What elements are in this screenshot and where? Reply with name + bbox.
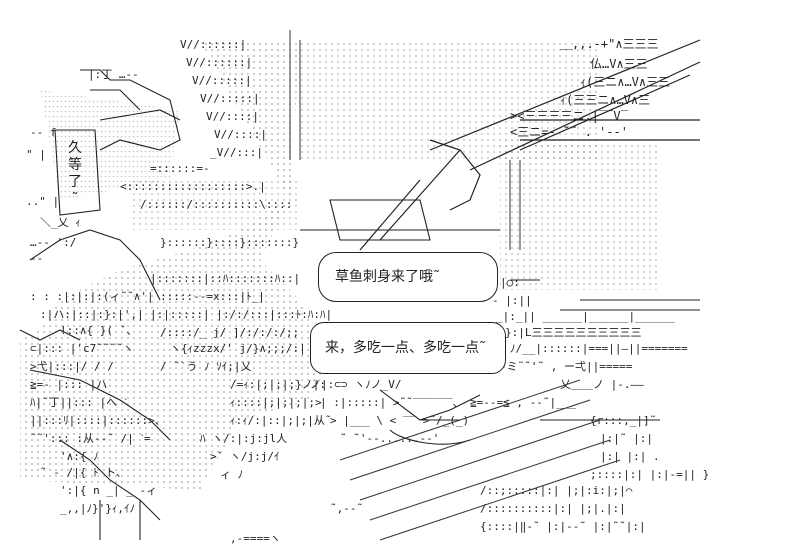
svg-text:≧=--=≦ , -‐˜|___: ≧=--=≦ , -‐˜|___: [470, 396, 576, 409]
dash-hatching: [289, 30, 521, 250]
svg-text:-‐: -‐: [30, 252, 43, 265]
svg-text:˜ - /|{ ﾄ ト、: ˜ - /|{ ﾄ ト、: [40, 466, 127, 479]
speech-text-top: 草鱼刺身来了哦˜: [335, 269, 440, 285]
svg-text:˜,-‐˜: ˜,-‐˜: [330, 502, 363, 515]
svg-text:;::::|:| |:|-=|| }: ;::::|:| |:|-=|| }: [590, 468, 709, 481]
svg-text:,-====ヽ: ,-====ヽ: [230, 532, 281, 545]
svg-text:_V//:::|: _V//:::|: [210, 146, 263, 159]
svg-text:> |___ \ < ‾‾ >˜/_(_): > |___ \ < ‾‾ >˜/_(_): [330, 414, 469, 427]
svg-text:ｨ:ｨ/:|::|;|;|从˜: ｨ:ｨ/:|::|;|;|从˜: [230, 414, 331, 427]
svg-text:<::::::::::::::::::>.|: <::::::::::::::::::>.|: [120, 180, 266, 193]
svg-text:/::::::::::|:| |;|.|:|: /::::::::::|:| |;|.|:|: [480, 502, 626, 515]
sign-char: 久: [68, 140, 82, 156]
dotted-shading: [20, 40, 660, 490]
svg-text::::::--=x:::|ﾄ_|: :::::--=x:::|ﾄ_|: [160, 290, 265, 303]
svg-text:ｨ::::|;|;|;|;>: ｨ::::|;|;|;|;>: [230, 396, 322, 409]
svg-text:/::::/_ j/ ]/:/:/:/;;: /::::/_ j/ ]/:/:/:/;;: [160, 326, 299, 339]
svg-text:_|:_|| ______|______|______: _|:_|| ______|______|______: [496, 310, 675, 323]
upper-right-ascii: ＿,,.-+"∧三三三 仏…V∧三三 ｨ(三ニ∧…V∧三三 ｨ(三三ニ∧…V∧三…: [510, 37, 670, 139]
svg-text:" |: " |: [26, 148, 46, 161]
svg-text:|:| |:| .: |:| |:| .: [600, 450, 660, 463]
svg-text:|○:: |○:: [500, 276, 520, 289]
svg-text:V//:::::|: V//:::::|: [192, 74, 252, 87]
svg-text:><三三三三ニ.|‾‾V‾: ><三三三三ニ.|‾‾V‾: [510, 109, 629, 123]
svg-text:ィ ﾉ: ィ ﾉ: [220, 468, 243, 481]
svg-text:}::::::}::::}:::::::}: }::::::}::::}:::::::}: [160, 236, 299, 249]
speech-text-bottom: 来，多吃一点、多吃一点˜: [325, 340, 486, 356]
svg-text:V//::::::|: V//::::::|: [186, 56, 252, 69]
svg-text:- |:||: - |:||: [492, 294, 532, 307]
svg-text:ヽ{ｨzzzx/' j/}∧;;;/:|: ヽ{ｨzzzx/' j/}∧;;;/:|: [170, 342, 306, 355]
svg-text:.." |: .." |: [26, 195, 59, 208]
sign-char: 等: [68, 157, 82, 173]
svg-text:≧=- |::: |ハ: ≧=- |::: |ハ: [30, 378, 107, 391]
svg-text:V//::::|: V//::::|: [206, 110, 259, 123]
svg-text:: : :|:|:|:(ィ˜˜∧'|: : : :|:|:|:(ィ˜˜∧'|: [30, 290, 154, 303]
right-ascii: |○: - |:|| _|:_|| ______|______|______ }…: [470, 276, 709, 533]
svg-text:| :|:::::| >˜˜‾‾‾‾‾‾、: | :|:::::| >˜˜‾‾‾‾‾‾、: [320, 396, 463, 409]
svg-text:>弋|:::|/ / /: >弋|:::|/ / /: [30, 360, 114, 373]
svg-text:/=ｨ:|;|;|;}ノ|:: /=ｨ:|;|;|;}ノ|:: [230, 378, 326, 391]
svg-text:|:::::::|::ﾊ:::::::ﾊ::|: |:::::::|::ﾊ:::::::ﾊ::|: [150, 272, 300, 285]
svg-text:ﾊ ヽ/:|:j:jl人: ﾊ ヽ/:|:j:jl人: [200, 432, 287, 445]
svg-text:}:|L三三三三三三三三三三: }:|L三三三三三三三三三三: [505, 326, 642, 339]
svg-text:ﾊ|˜丁||::: |へ ˋ: ﾊ|˜丁||::: |へ ˋ: [30, 396, 127, 409]
svg-text:=::::::=-: =::::::=-: [150, 162, 210, 175]
svg-text:＿,,.-+"∧三三三: ＿,,.-+"∧三三三: [560, 37, 659, 51]
svg-text::|ハ:|::|:}:|',|: :|ハ:|::|:}:|',|: [40, 308, 144, 321]
svg-text:||:::ﾘ|::::|::::::>、: ||:::ﾘ|::::|::::::>、: [30, 414, 166, 427]
svg-text:⊂|::: |'c7˜˜˜˜ヽ: ⊂|::: |'c7˜˜˜˜ヽ: [30, 342, 134, 355]
hanging-sign: 久 等 了 ˜: [62, 140, 88, 212]
svg-text:_,,|ﾉ}'}ｨ,ｲﾉ: _,,|ﾉ}'}ｨ,ｲﾉ: [60, 502, 135, 515]
svg-text:{::::|‖-˜ |:|-‐˜ |:|˜˜|:|: {::::|‖-˜ |:|-‐˜ |:|˜˜|:|: [480, 520, 646, 533]
svg-text:'∧:{ ﾉ: '∧:{ ﾉ: [60, 450, 99, 463]
svg-text:乂＿＿ノ |-.——: 乂＿＿ノ |-.——: [560, 378, 644, 391]
svg-text:V//:::::|: V//:::::|: [200, 92, 260, 105]
svg-text:…-‐ ':/: …-‐ ':/: [30, 236, 76, 249]
left-character: [19, 69, 181, 540]
svg-text:V//::::|: V//::::|: [214, 128, 267, 141]
speech-bubble-bottom: 来，多吃一点、多吃一点˜: [310, 322, 506, 374]
svg-text:|:|˜ |:|: |:|˜ |:|: [600, 432, 653, 445]
svg-text:|:丁 …-‐: |:丁 …-‐: [88, 68, 139, 81]
svg-text:ｨ(三ニ∧…V∧三三: ｨ(三ニ∧…V∧三三: [580, 75, 670, 89]
svg-text:/::::::/::::::::::\::::: /::::::/::::::::::\::::: [140, 198, 292, 211]
svg-text:＼_乂 ｨ: ＼_乂 ｨ: [40, 216, 81, 229]
sign-char: ˜: [71, 191, 79, 207]
svg-text:>ˇ ヽ/j:j/ｲ: >ˇ ヽ/j:j/ｲ: [210, 450, 279, 463]
blade-streak: [359, 39, 701, 251]
svg-text:<三ニ=- ˜˜ . '-‐': <三ニ=- ˜˜ . '-‐': [510, 125, 628, 139]
middle-ascii: V//::::::| V//::::::| V//:::::| V//:::::…: [120, 38, 332, 545]
svg-text:-ミ˜˜'˜ , ー弌||=====: -ミ˜˜'˜ , ー弌||=====: [500, 360, 633, 373]
svg-text:仏…V∧三三: 仏…V∧三三: [590, 57, 648, 71]
svg-text:{r:::,_|]˜: {r:::,_|]˜: [590, 414, 656, 427]
svg-text:':|{ n _| _ -ィ: ':|{ n _| _ -ィ: [60, 484, 157, 497]
svg-text:ﾉ/__|::::::|===||—||=======: ﾉ/__|::::::|===||—||=======: [510, 342, 688, 355]
svg-text:ノ|:⊂⊃ ヽﾉノ_V/: ノ|:⊂⊃ ヽﾉノ_V/: [310, 378, 401, 391]
left-ascii: |:丁 …-‐ -‐ f " | .." | ＼_乂 ｨ …-‐ ':/ -‐ …: [26, 68, 166, 515]
svg-text:!::∧{ }( ˇ、: !::∧{ }( ˇ、: [60, 324, 137, 337]
svg-text:V//::::::|: V//::::::|: [180, 38, 246, 51]
lower-middle-ascii: ノ|:⊂⊃ ヽﾉノ_V/ | :|:::::| >˜˜‾‾‾‾‾‾、 > |__…: [310, 378, 469, 515]
svg-text:˜˜'::: :从-‐˜ /| ˋ=: ˜˜'::: :从-‐˜ /| ˋ=: [30, 432, 151, 445]
svg-text:|:|:::::| |:/:/:::|:::ﾄ:ﾊ:ﾊ|: |:|:::::| |:/:/:::|:::ﾄ:ﾊ:ﾊ|: [150, 308, 332, 321]
svg-text:/::;:::::|:| |;|:i:|;|⌒: /::;:::::|:| |;|:i:|;|⌒: [480, 484, 633, 497]
svg-text:-‐ f: -‐ f: [30, 126, 57, 139]
speech-bubble-top: 草鱼刺身来了哦˜: [318, 252, 498, 302]
sign-char: 了: [68, 174, 82, 190]
speed-lines: [339, 379, 621, 541]
svg-text:/ ˜`う ﾉ ｿｲ;|乂: / ˜`う ﾉ ｿｲ;|乂: [160, 360, 251, 373]
svg-text:ｨ(三三ニ∧…V∧三: ｨ(三三ニ∧…V∧三: [560, 93, 650, 107]
plate-outline: [300, 199, 700, 445]
